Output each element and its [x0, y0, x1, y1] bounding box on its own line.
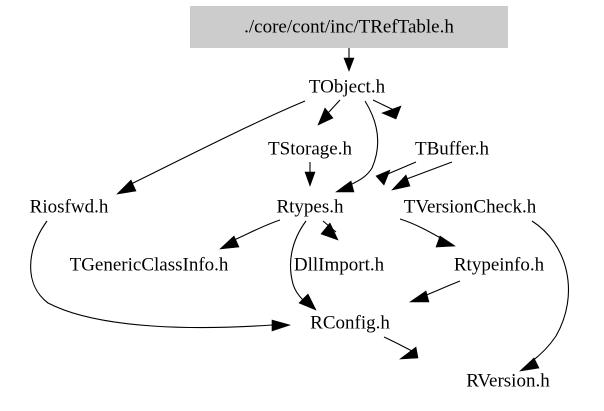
- node-root[interactable]: ./core/cont/inc/TRefTable.h: [190, 6, 508, 48]
- node-rconfig[interactable]: RConfig.h: [310, 312, 390, 333]
- node-label-tobject: TObject.h: [309, 76, 386, 97]
- edge-tobject-to-tstorage: [317, 99, 341, 126]
- edge-rtypes-to-rtypeinfo: [399, 218, 456, 248]
- node-rtypes[interactable]: Rtypes.h: [276, 196, 344, 217]
- node-label-rtypes: Rtypes.h: [276, 196, 344, 217]
- edge-root-to-tobject: [343, 48, 355, 72]
- edge-tversioncheck-to-rversion: [519, 220, 569, 372]
- edge-tobject-to-riosfwd: [116, 100, 306, 195]
- node-label-root: ./core/cont/inc/TRefTable.h: [244, 16, 454, 37]
- node-label-tstorage: TStorage.h: [268, 138, 352, 159]
- edge-rtypeinfo-to-rconfig: [409, 280, 461, 303]
- node-label-rtypeinfo: Rtypeinfo.h: [454, 254, 545, 275]
- edge-tbuffer-to-tversioncheck: [375, 161, 453, 191]
- node-label-tbuffer: TBuffer.h: [415, 138, 490, 159]
- node-label-tversioncheck: TVersionCheck.h: [404, 196, 537, 217]
- node-tbuffer[interactable]: TBuffer.h: [415, 138, 490, 159]
- edges-layer: [30, 48, 569, 372]
- node-label-riosfwd: Riosfwd.h: [30, 196, 109, 217]
- edge-tobject-to-rtypes: [335, 100, 379, 193]
- node-dllimport[interactable]: DllImport.h: [294, 254, 385, 275]
- node-label-tgenericclassinfo: TGenericClassInfo.h: [70, 254, 229, 275]
- edge-rtypes-to-tgenericclassinfo: [219, 219, 281, 250]
- edge-rtypes-to-rconfig: [290, 220, 317, 311]
- node-label-dllimport: DllImport.h: [294, 254, 385, 275]
- edge-rconfig-to-rversion: [383, 336, 419, 360]
- node-rversion[interactable]: RVersion.h: [466, 370, 550, 391]
- node-label-rversion: RVersion.h: [466, 370, 550, 391]
- edge-riosfwd-to-rconfig: [30, 220, 292, 332]
- edge-rtypes-to-dllimport: [320, 220, 339, 241]
- edge-tobject-to-tbuffer: [372, 99, 402, 120]
- node-tstorage[interactable]: TStorage.h: [268, 138, 352, 159]
- root-node-box: [190, 6, 508, 48]
- node-tversioncheck[interactable]: TVersionCheck.h: [404, 196, 537, 217]
- node-label-rconfig: RConfig.h: [310, 312, 390, 333]
- node-rtypeinfo[interactable]: Rtypeinfo.h: [454, 254, 545, 275]
- nodes-layer: ./core/cont/inc/TRefTable.h TObject.h TS…: [30, 6, 550, 391]
- node-tobject[interactable]: TObject.h: [309, 76, 386, 97]
- node-riosfwd[interactable]: Riosfwd.h: [30, 196, 109, 217]
- edge-tstorage-to-rtypes: [304, 162, 316, 187]
- node-tgenericclassinfo[interactable]: TGenericClassInfo.h: [70, 254, 229, 275]
